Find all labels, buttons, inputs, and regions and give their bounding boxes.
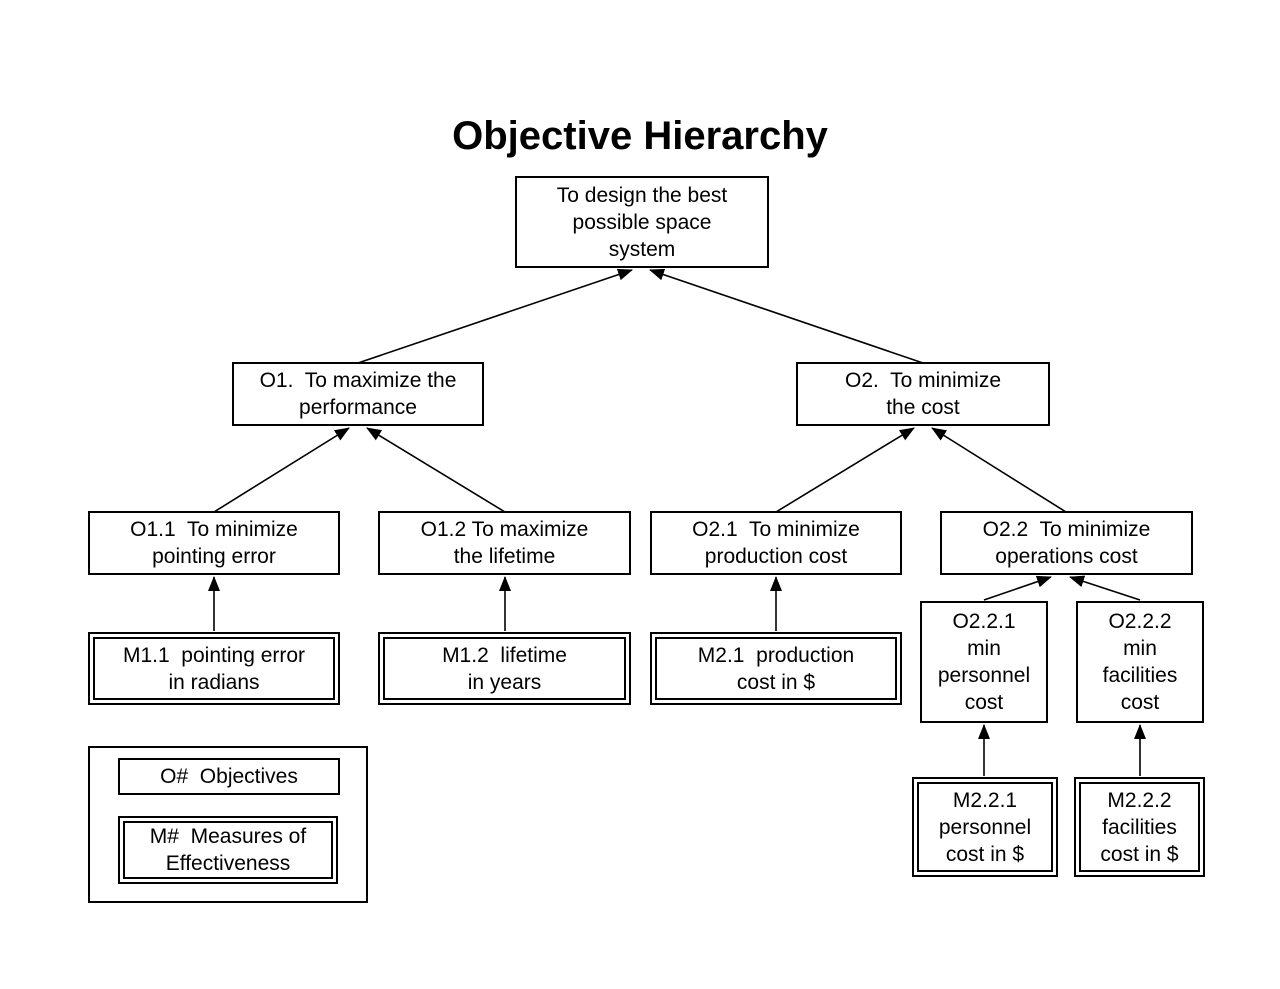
node-o2-2: O2.2 To minimize operations cost bbox=[940, 511, 1193, 575]
node-o1-2: O1.2 To maximize the lifetime bbox=[378, 511, 631, 575]
node-root-objective: To design the best possible space system bbox=[515, 176, 769, 268]
node-o2-1: O2.1 To minimize production cost bbox=[650, 511, 902, 575]
connector-o1-2-to-o1 bbox=[366, 427, 506, 513]
node-m2-2-2: M2.2.2 facilities cost in $ bbox=[1074, 777, 1205, 877]
connector-o2-2-to-o2 bbox=[931, 427, 1067, 513]
node-m2-2-1: M2.2.1 personnel cost in $ bbox=[912, 777, 1058, 877]
connector-o2-to-root bbox=[649, 268, 924, 364]
node-o2-2-2: O2.2.2 min facilities cost bbox=[1076, 601, 1204, 723]
node-o2-2-1: O2.2.1 min personnel cost bbox=[920, 601, 1048, 723]
node-o1: O1. To maximize the performance bbox=[232, 362, 484, 426]
legend-objectives-key: O# Objectives bbox=[118, 758, 340, 795]
legend-measures-key: M# Measures of Effectiveness bbox=[118, 816, 338, 884]
node-m1-2: M1.2 lifetime in years bbox=[378, 632, 631, 705]
node-m2-1: M2.1 production cost in $ bbox=[650, 632, 902, 705]
diagram-title: Objective Hierarchy bbox=[452, 114, 828, 158]
connector-o2-2-1-to-o2-2 bbox=[983, 575, 1052, 601]
connector-o2-1-to-o2 bbox=[775, 427, 915, 513]
node-o1-1: O1.1 To minimize pointing error bbox=[88, 511, 340, 575]
connector-o1-1-to-o1 bbox=[213, 427, 350, 513]
connector-o2-2-2-to-o2-2 bbox=[1069, 575, 1141, 601]
connector-o1-to-root bbox=[357, 268, 633, 364]
node-o2: O2. To minimize the cost bbox=[796, 362, 1050, 426]
node-m1-1: M1.1 pointing error in radians bbox=[88, 632, 340, 705]
